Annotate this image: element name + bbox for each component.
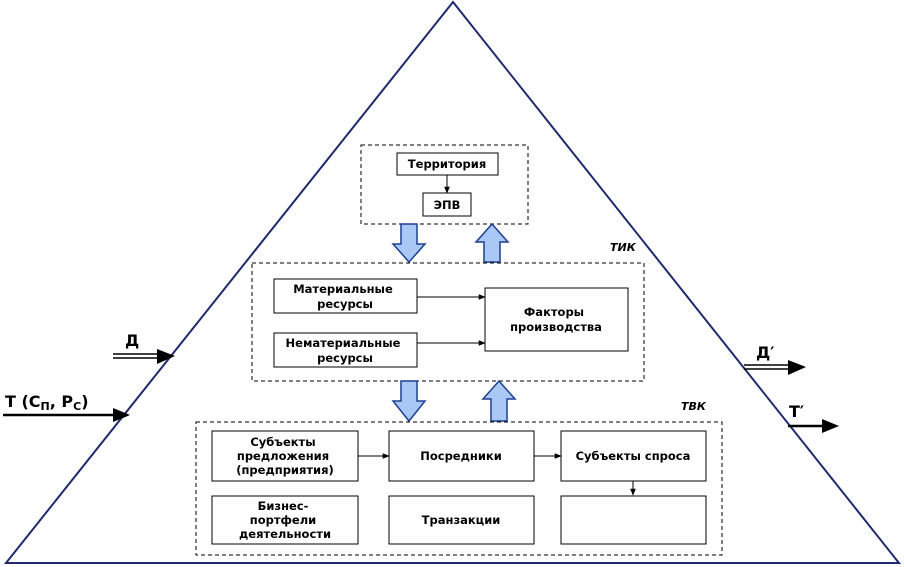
suppliers-box [211,430,359,482]
d-input-label: Д [125,331,139,350]
t-input-label: Т (СП, РС) [5,392,89,413]
d-prime-output-label: Д′ [756,343,774,362]
d-output-arrowhead [788,360,806,375]
up-block-arrow-1 [474,222,510,263]
epv-box [422,192,472,217]
intermediaries-box [388,430,535,482]
tik-tag: ТИК [610,241,637,254]
pyramid-outline [3,0,902,564]
t-output-arrowhead [822,419,839,433]
tik-frame [251,262,645,382]
t-prime-output-label: Т′ [789,402,804,421]
up-block-arrow-2 [481,379,517,422]
empty-box [560,495,707,545]
t-input-arrowhead [113,408,130,422]
nonmaterial-resources-box [273,332,418,368]
nonmaterial-resources-label: Нематериальные ресурсы [286,336,405,365]
material-resources-label: Материальные ресурсы [293,282,397,311]
top-block-frame [360,144,529,225]
suppliers-label: Субъекты предложения (предприятия) [236,435,334,477]
production-factors-label: Факторы производства [510,305,602,334]
territory-label: Территория [408,157,486,171]
demand-label: Субъекты спроса [576,449,691,463]
down-block-arrow-2 [391,380,427,423]
epv-label: ЭПВ [434,198,461,212]
down-block-arrow-1 [391,223,427,264]
material-resources-box [273,278,418,314]
portfolios-box [211,495,359,545]
production-factors-box [484,287,629,352]
transactions-box [388,495,535,545]
portfolios-label: Бизнес- портфели деятельности [239,499,331,541]
intermediaries-label: Посредники [420,449,502,463]
transactions-label: Транзакции [422,513,501,527]
tvk-tag: ТВК [681,400,707,413]
d-input-arrowhead [157,349,175,364]
tvk-frame [195,421,723,556]
